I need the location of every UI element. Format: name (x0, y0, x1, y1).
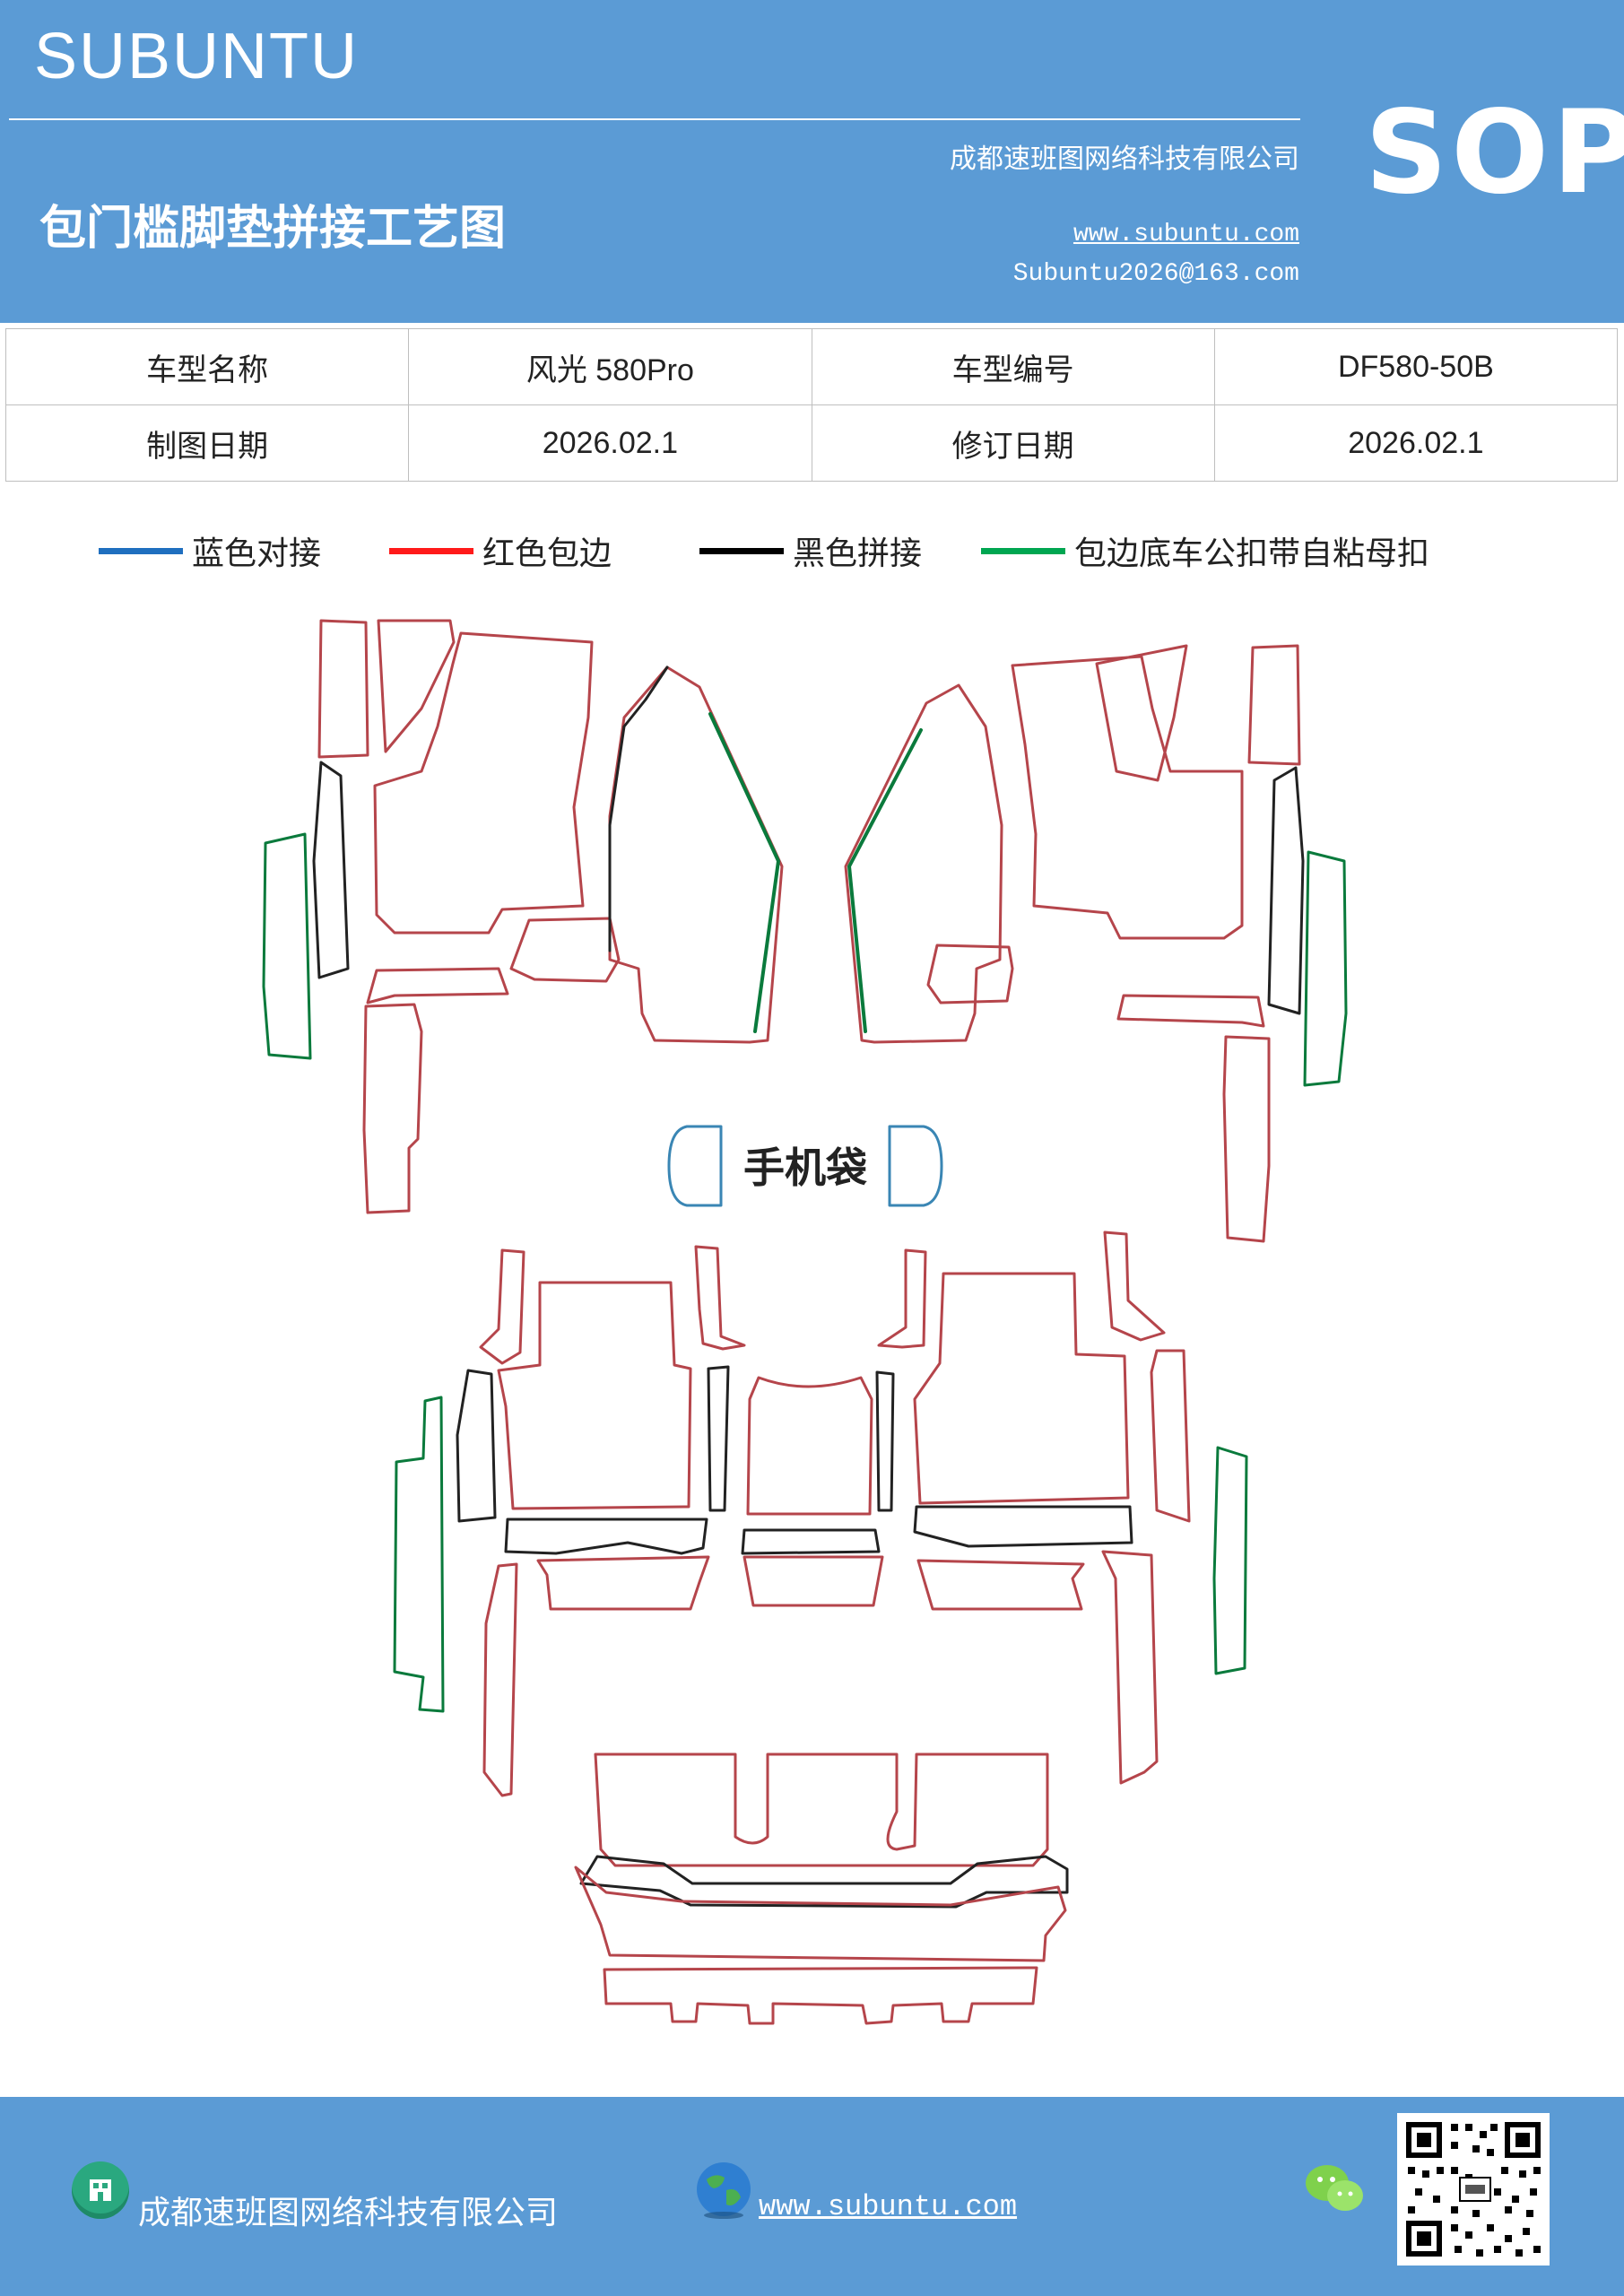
mat-piece (694, 1245, 746, 1351)
line-legend: 蓝色对接 红色包边 黑色拼接 包边底车公扣带自粘母扣 (0, 527, 1624, 572)
wechat-icon (1304, 2161, 1367, 2219)
rear-row-mats (574, 1752, 1069, 2025)
footer-band: 成都速班图网络科技有限公司 www.subuntu.com (0, 2097, 1624, 2296)
mat-piece (875, 1370, 895, 1512)
header-divider (9, 118, 1300, 120)
front-right-mats (844, 644, 1348, 1243)
legend-item-blue: 蓝色对接 (99, 527, 321, 574)
mat-piece (877, 1248, 927, 1349)
draw-date-value: 2026.02.1 (408, 404, 812, 482)
mat-piece (373, 631, 594, 935)
legend-label: 红色包边 (482, 535, 612, 572)
mat-piece (913, 1505, 1133, 1548)
legend-item-green: 包边底车公扣带自粘母扣 (981, 527, 1429, 574)
mat-piece (1222, 1035, 1271, 1243)
legend-swatch-green (981, 547, 1065, 554)
mat-piece (1212, 1446, 1248, 1675)
table-row: 制图日期 2026.02.1 修订日期 2026.02.1 (4, 404, 1619, 482)
mat-piece (317, 619, 369, 759)
mat-piece (393, 1396, 445, 1713)
mat-piece (594, 1752, 1049, 1867)
mat-piece (504, 1518, 708, 1555)
mat-piece (362, 1003, 423, 1214)
mat-piece (707, 1365, 730, 1512)
legend-swatch-black (699, 547, 784, 554)
model-code-label: 车型编号 (811, 328, 1215, 405)
mat-piece (608, 665, 784, 1044)
mat-piece (377, 619, 456, 753)
phone-bag-label: 手机袋 (743, 1144, 867, 1192)
building-icon (72, 2161, 129, 2219)
document-title: 包门槛脚垫拼接工艺图 (39, 202, 507, 256)
footer-company-name: 成都速班图网络科技有限公司 (138, 2195, 559, 2231)
mat-piece (366, 967, 509, 1004)
email-address: Subuntu2026@163.com (1012, 260, 1299, 288)
seam-edge (608, 665, 669, 952)
mat-piece (536, 1555, 710, 1611)
middle-row-mats (393, 1231, 1248, 1797)
revision-date-label: 修订日期 (811, 404, 1215, 482)
model-code-value: DF580-50B (1213, 328, 1619, 405)
mat-piece (844, 683, 1003, 1044)
mat-piece (1101, 1550, 1159, 1785)
model-name-value: 风光 580Pro (408, 328, 812, 405)
mat-piece (1303, 850, 1348, 1087)
website-link[interactable]: www.subuntu.com (1073, 221, 1299, 248)
mat-piece (312, 761, 350, 979)
mat-piece (1103, 1231, 1166, 1342)
mat-piece (579, 1855, 1069, 1909)
mat-piece (456, 1369, 497, 1523)
revision-date-value: 2026.02.1 (1213, 404, 1619, 482)
mat-piece (574, 1866, 1067, 1962)
qr-code[interactable] (1397, 2113, 1550, 2266)
mat-piece (1247, 644, 1301, 766)
legend-label: 黑色拼接 (793, 535, 923, 572)
mat-piece (1011, 655, 1244, 940)
front-left-mats (262, 619, 784, 1214)
legend-swatch-blue (99, 547, 183, 554)
globe-icon (694, 2160, 753, 2222)
table-row: 车型名称 风光 580Pro 车型编号 DF580-50B (4, 328, 1619, 405)
brand-logo-text: SUBUNTU (34, 21, 360, 92)
model-name-label: 车型名称 (4, 328, 410, 405)
legend-label: 包边底车公扣带自粘母扣 (1074, 535, 1430, 572)
phone-bag-right (888, 1125, 943, 1207)
sop-label: SOP (1365, 86, 1624, 220)
vehicle-info-table: 车型名称 风光 580Pro 车型编号 DF580-50B 制图日期 2026.… (4, 328, 1619, 482)
legend-item-black: 黑色拼接 (699, 527, 922, 574)
legend-item-red: 红色包边 (389, 527, 612, 574)
legend-label: 蓝色对接 (192, 535, 322, 572)
legend-swatch-red (389, 547, 473, 554)
mat-piece (262, 832, 312, 1060)
mat-piece (916, 1559, 1085, 1611)
mat-piece (497, 1281, 692, 1510)
draw-date-label: 制图日期 (4, 404, 410, 482)
footer-website-link[interactable]: www.subuntu.com (759, 2190, 1018, 2223)
velcro-edge (708, 712, 780, 1033)
mat-piece (1116, 994, 1265, 1028)
mat-piece (479, 1248, 525, 1365)
company-name: 成都速班图网络科技有限公司 (950, 144, 1299, 175)
mat-piece (482, 1562, 518, 1797)
mat-piece (509, 917, 621, 983)
velcro-edge (847, 728, 923, 1033)
mat-piece (926, 944, 1014, 1004)
mat-piece (603, 1966, 1038, 2025)
mat-piece (741, 1528, 881, 1555)
header-band: SUBUNTU SOP 成都速班图网络科技有限公司 包门槛脚垫拼接工艺图 www… (0, 0, 1624, 323)
mat-piece (1150, 1349, 1191, 1523)
phone-bag-left (667, 1125, 723, 1207)
mat-piece (1095, 644, 1188, 782)
mat-piece (743, 1555, 884, 1607)
mat-pattern-diagram: 手机袋 (262, 619, 1348, 2025)
phone-bag: 手机袋 (667, 1125, 943, 1207)
mat-piece (1267, 766, 1305, 1015)
mat-piece (913, 1272, 1130, 1505)
mat-piece (746, 1376, 873, 1516)
